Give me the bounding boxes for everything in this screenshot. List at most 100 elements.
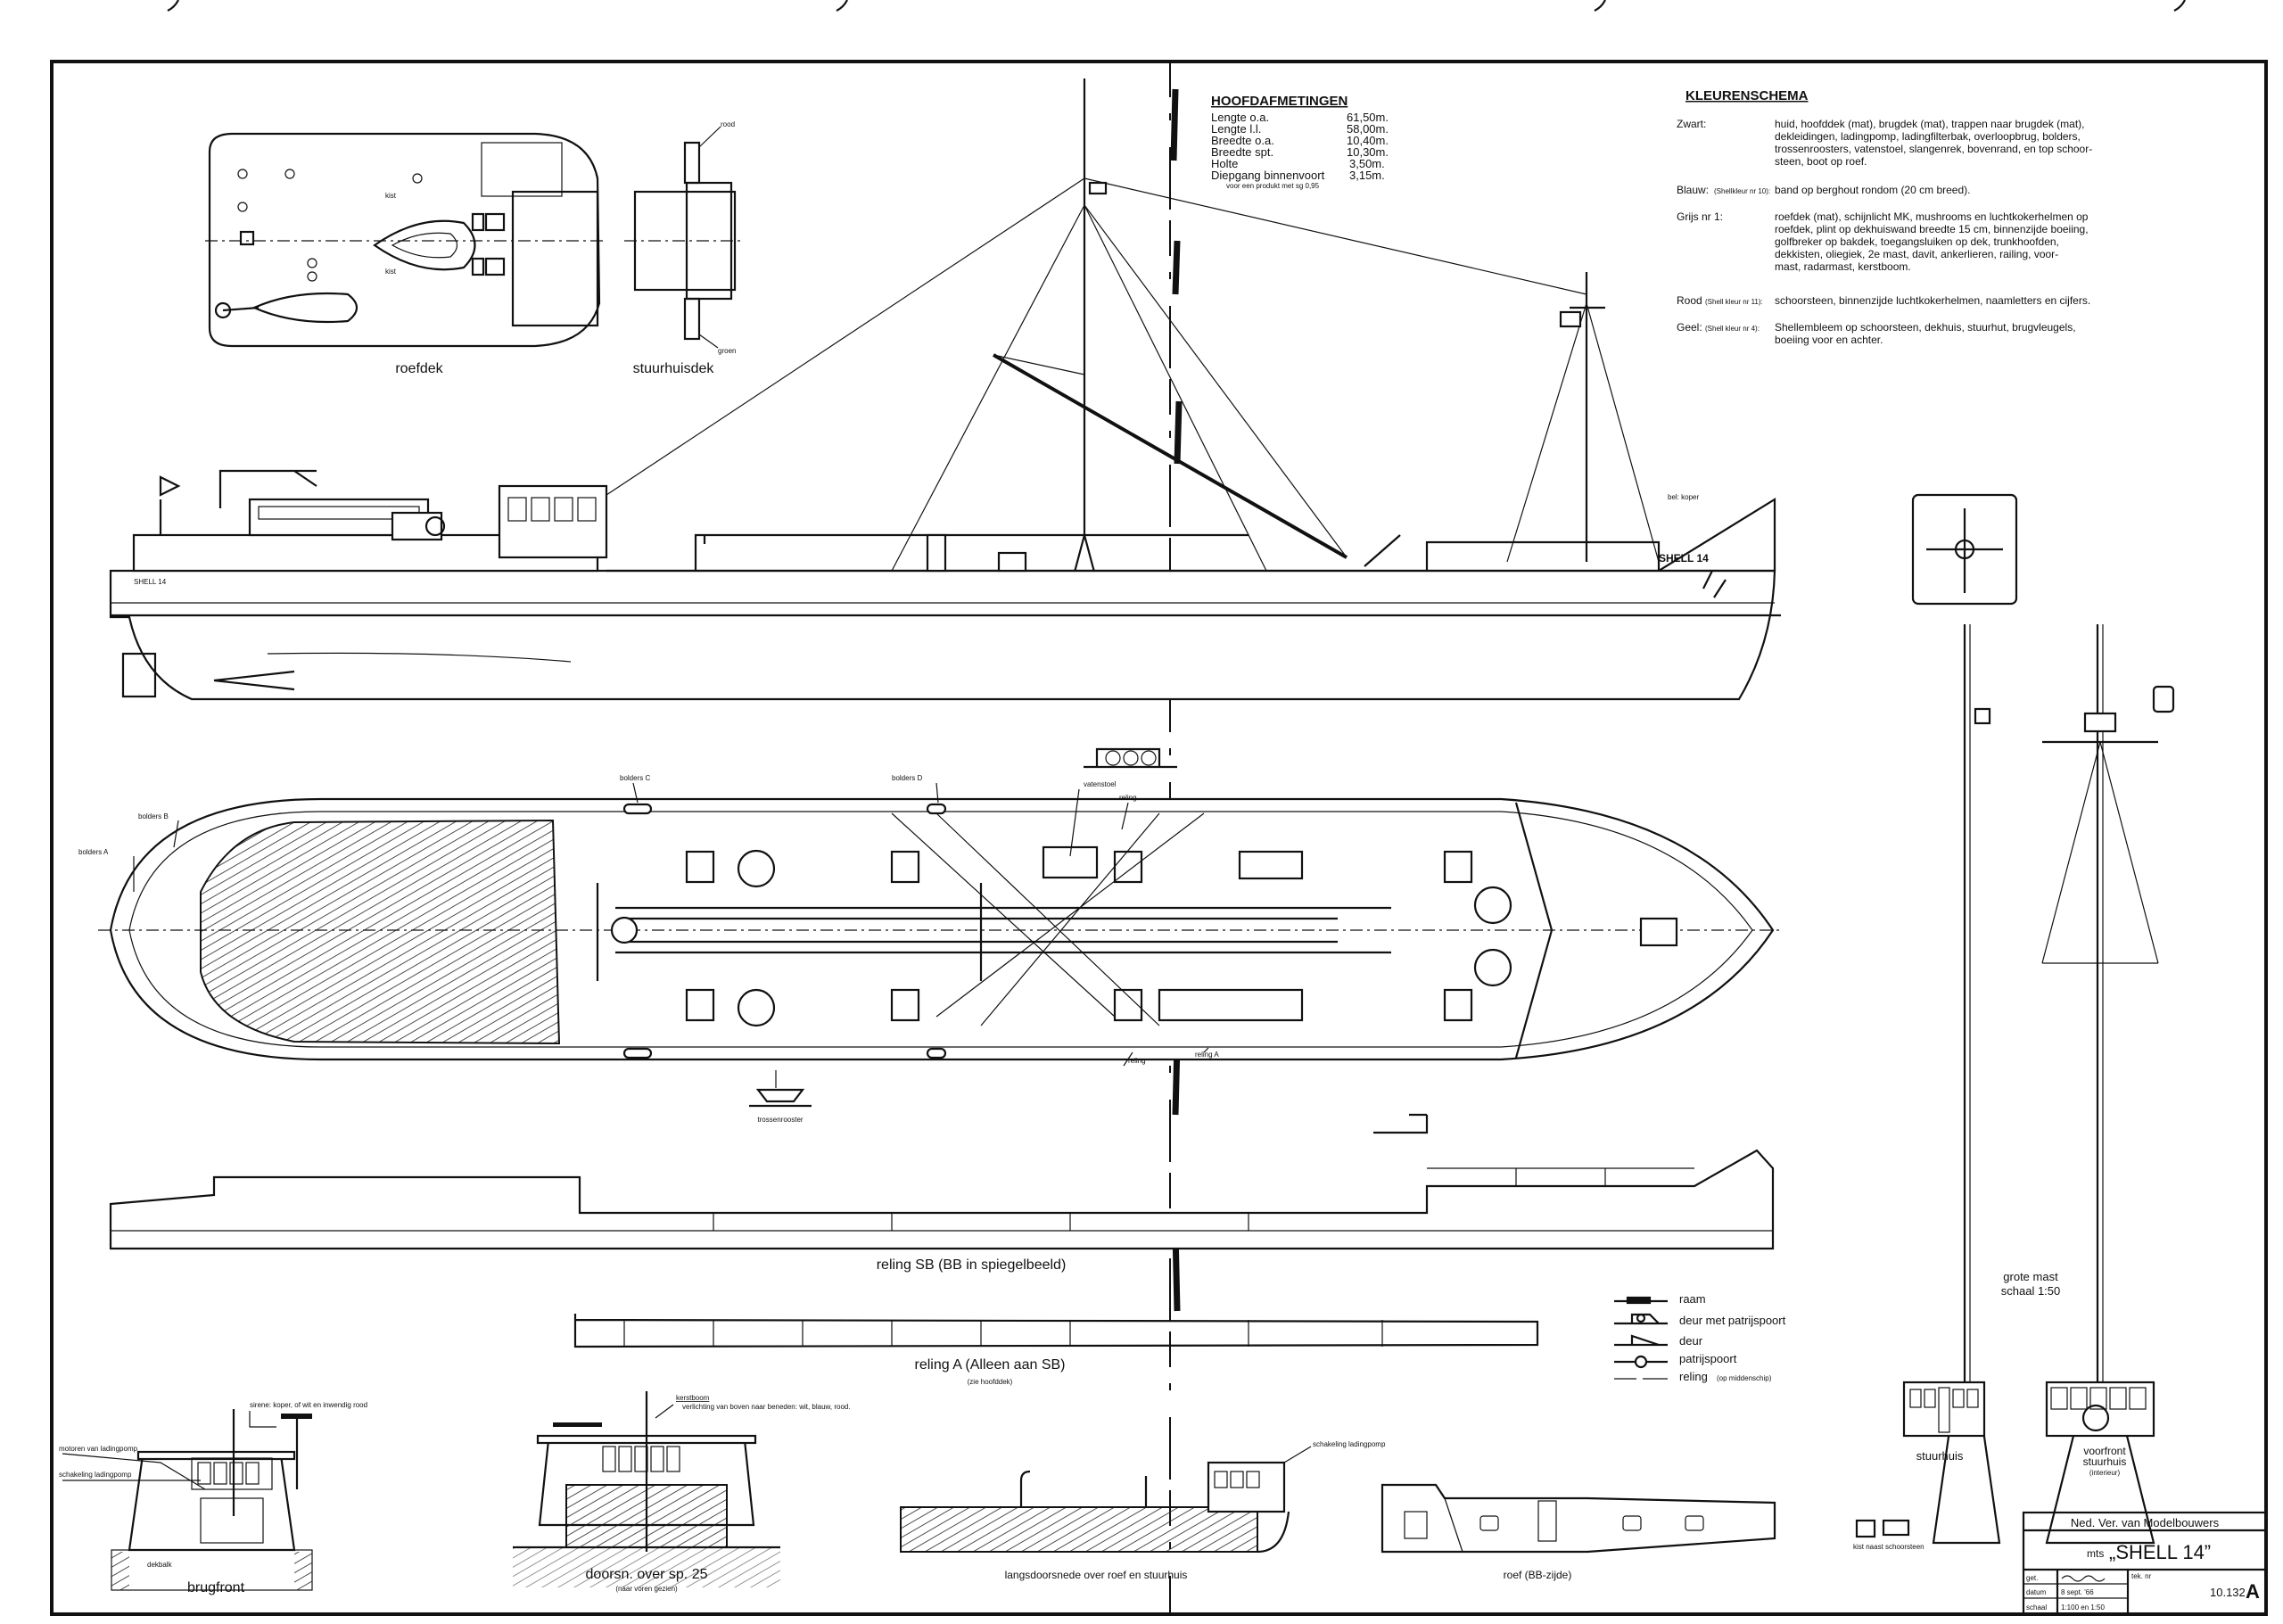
reling-a-label: reling A [1195,1051,1219,1059]
colour-line: schoorsteen, binnenzijde luchtkokerhelme… [1775,294,2090,307]
stuurhuis-views: stuurhuis voorfront stuurhuis (interieur… [1853,1381,2155,1551]
schaal-value: 1:100 en 1:50 [2061,1603,2105,1612]
colour-sub: (Shellkleur nr 10): [1714,187,1770,195]
verlichting-label: verlichting van boven naar beneden: wit,… [682,1403,851,1411]
main-dimensions-table: HOOFDAFMETINGEN Lengte o.a. 61,50m. Leng… [1211,94,1389,190]
colour-line: dekkisten, oliegiek, 2e mast, davit, ank… [1775,248,2058,260]
dim-value: 58,00m. [1347,122,1389,136]
kerstboom-label: kerstboom [676,1394,710,1402]
roef-bb-caption: roef (BB-zijde) [1504,1569,1572,1581]
roefdek-caption: roefdek [395,361,443,376]
ship-prefix: mts [2087,1547,2104,1560]
colour-line: trossenroosters, vatenstoel, slangenrek,… [1775,143,2092,155]
organisation: Ned. Ver. van Modelbouwers [2071,1516,2220,1529]
title-block: Ned. Ver. van Modelbouwers mts „SHELL 14… [2022,1511,2268,1616]
dim-label: Lengte l.l. [1211,122,1261,136]
ventilator-group [737,849,1512,1027]
reling-a-elevation: reling A (Alleen aan SB) (zie hoofddek) [573,1314,1539,1386]
schakeling-label: schakeling ladingpomp [59,1471,132,1479]
colour-line: golfbreker op bakdek, toegangsluiken op … [1775,235,2059,248]
datum-label: datum [2026,1588,2047,1596]
hull-name-bow: SHELL 14 [1659,552,1709,565]
reling-sb-caption: reling SB (BB in spiegelbeeld) [877,1257,1067,1273]
symbol-legend: raam deur met patrijspoort deur patrijsp… [1614,1292,1786,1383]
deck-plan: bolders A bolders B bolders C bolders D … [78,747,1784,1134]
doorsnede-note: (naar voren gezien) [615,1585,678,1593]
reling-sb-elevation: reling SB (BB in spiegelbeeld) [109,1149,1775,1273]
colour-label: Zwart: [1677,118,1706,130]
legend-note: (op middenschip) [1717,1374,1772,1382]
roef-bb-view: roef (BB-zijde) [1381,1483,1776,1581]
rood-label: rood [721,120,735,128]
tek-nr-label: tek. nr [2131,1572,2152,1580]
kist-schoorsteen-label: kist naast schoorsteen [1853,1543,1924,1551]
voorfront-caption: voorfront [2083,1445,2126,1457]
groen-label: groen [718,347,736,355]
colour-line: mast, radarmast, kerstboom. [1775,260,1911,273]
langsdoorsnede-caption: langsdoorsnede over roef en stuurhuis [1005,1569,1188,1581]
colour-line: Shellembleem op schoorsteen, dekhuis, st… [1775,321,2076,334]
dim-value: 61,50m. [1347,111,1389,124]
dim-value: 10,30m. [1347,145,1389,159]
dekbalk-label: dekbalk [147,1561,173,1569]
colour-label: Rood [1677,294,1702,307]
dim-label: Breedte o.a. [1211,134,1274,147]
legend-label: patrijspoort [1679,1352,1737,1365]
side-elevation: bel: koper SHELL 14 SHELL 14 [109,78,1781,701]
datum-value: 8 sept. '66 [2061,1588,2094,1596]
dim-value: 3,15m. [1349,169,1385,182]
brugfront-caption: brugfront [187,1580,245,1595]
legend-label: deur [1679,1334,1703,1348]
colour-sub: (Shell kleur nr 4): [1705,325,1760,333]
legend-label: raam [1679,1292,1706,1306]
bolders-d-label: bolders D [892,774,922,782]
roefdek-plan: kist kist roefdek [205,132,606,376]
bolders-c-label: bolders C [620,774,650,782]
getekend-label: get. [2026,1574,2038,1582]
ship-name: „SHELL 14” [2109,1541,2211,1563]
dim-label: Breedte spt. [1211,145,1273,159]
reling-label: reling [1128,1057,1146,1065]
legend-label: reling [1679,1370,1708,1383]
dim-label: Lengte o.a. [1211,111,1269,124]
colour-sub: (Shell kleur nr 11): [1705,298,1763,306]
langsdoorsnede-view: schakeling ladingpomp langsdoorsnede ove… [900,1440,1386,1581]
reling-a-caption: reling A (Alleen aan SB) [915,1357,1066,1373]
colour-label: Geel: [1677,321,1702,334]
dim-note: voor een produkt met sg 0,95 [1226,182,1320,190]
sirene-label: sirene: koper, of wit en inwendig rood [250,1401,367,1409]
colour-line: roefdek, plint op dekhuiswand breedte 15… [1775,223,2089,235]
kist-label: kist [385,192,397,200]
stuurhuisdek-caption: stuurhuisdek [633,361,715,376]
colour-label: Blauw: [1677,184,1709,196]
motoren-label: motoren van ladingpomp [59,1445,138,1453]
dimensions-title: HOOFDAFMETINGEN [1211,94,1348,109]
stuurhuis-caption: stuurhuis [1916,1449,1964,1463]
bolders-b-label: bolders B [138,812,169,820]
legend-label: deur met patrijspoort [1679,1314,1786,1327]
grote-mast-caption: grote mast [2003,1270,2058,1283]
bell-label: bel: koper [1668,493,1699,501]
stuurhuisdek-plan: rood groen stuurhuisdek [624,120,745,376]
colour-line: roefdek (mat), schijnlicht MK, mushrooms… [1775,210,2089,223]
trossenrooster-label: trossenrooster [757,1116,803,1124]
brugfront-view: sirene: koper, of wit en inwendig rood m… [59,1401,367,1595]
revision-letter: A [2246,1580,2260,1603]
colour-scheme-title: KLEURENSCHEMA [1685,88,1809,103]
voorfront-caption: (interieur) [2089,1469,2121,1477]
doorsnede-caption: doorsn. over sp. 25 [586,1567,708,1582]
colour-line: band op berghout rondom (20 cm breed). [1775,184,1970,196]
colour-label: Grijs nr 1: [1677,210,1723,223]
schakeling-roef-label: schakeling ladingpomp [1313,1440,1386,1448]
tek-nr-value: 10.132 [2210,1586,2246,1599]
bolders-a-label: bolders A [78,848,109,856]
colour-line: steen, boot op roef. [1775,155,1867,168]
grote-mast-scale: schaal 1:50 [2001,1284,2061,1298]
dim-value: 10,40m. [1347,134,1389,147]
dim-label: Diepgang binnenvoort [1211,169,1325,182]
vatenstoel-label: vatenstoel [1084,780,1117,788]
colour-line: huid, hoofddek (mat), brugdek (mat), tra… [1775,118,2085,130]
voorfront-caption: stuurhuis [2083,1455,2127,1468]
colour-line: boeiing voor en achter. [1775,334,1883,346]
